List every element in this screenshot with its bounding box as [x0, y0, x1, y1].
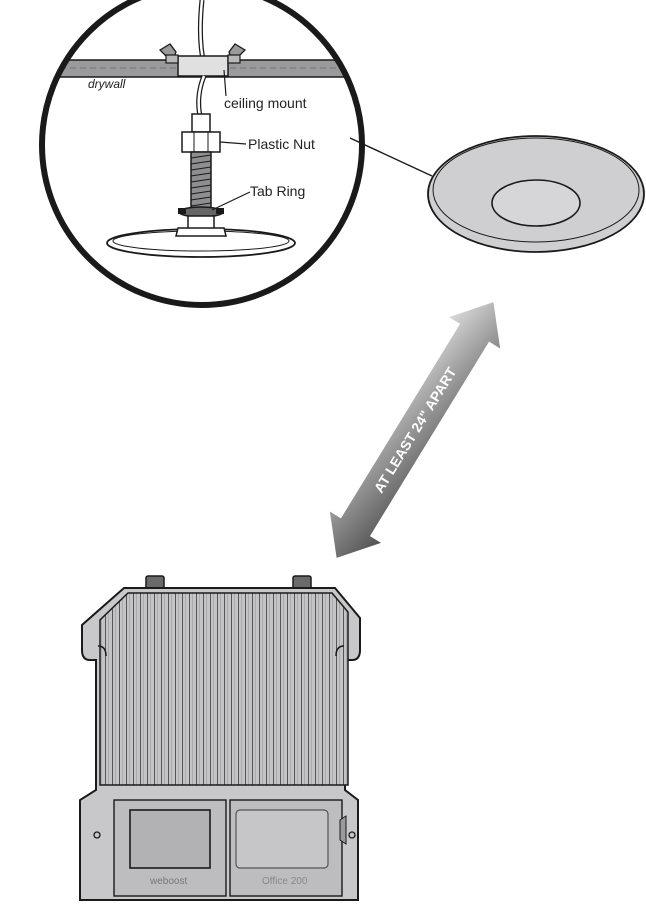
ceiling-mount-label: ceiling mount — [224, 95, 307, 111]
detail-magnifier: drywall ceiling mount Plastic Nut Tab Ri… — [39, 0, 365, 308]
booster-label-plate — [235, 809, 329, 869]
booster-display-window — [129, 809, 211, 869]
magnifier-connector — [349, 137, 433, 177]
threaded-stud — [190, 151, 212, 213]
antenna-side-view — [106, 215, 296, 258]
drywall-label: drywall — [88, 77, 126, 91]
distance-arrow: AT LEAST 24" APART — [329, 302, 501, 558]
ceiling-antenna — [427, 135, 645, 253]
plastic-nut-label: Plastic Nut — [248, 136, 315, 152]
booster-brand-logo: weboost — [149, 876, 187, 887]
tab-ring-label: Tab Ring — [250, 183, 305, 199]
callout-leaders — [211, 69, 251, 211]
booster-model-label: Office 200 — [262, 876, 308, 887]
ceiling-mount-bracket — [158, 43, 247, 77]
booster-unit: weboost Office 200 — [79, 575, 361, 901]
booster-heatsink — [99, 592, 349, 786]
distance-arrow-label: AT LEAST 24" APART — [371, 364, 460, 496]
